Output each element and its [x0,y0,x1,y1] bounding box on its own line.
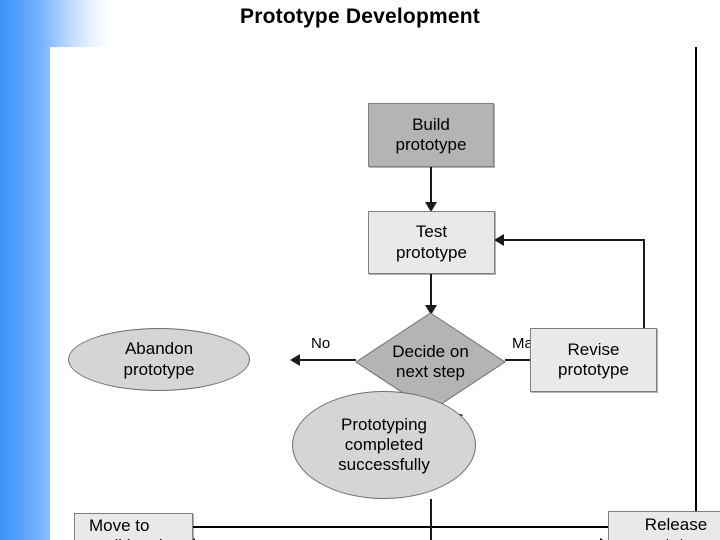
node-build-prototype[interactable]: Build prototype [368,103,494,167]
edge-label-no: No [311,335,331,352]
connector-revise-up [643,239,645,329]
frame-right-rule [695,47,697,528]
node-decide-next-step[interactable]: Decide on next step [355,312,506,412]
connector-complete-down [430,499,432,540]
node-test-prototype[interactable]: Test prototype [368,211,495,274]
node-move-to-traditional-life-cycle[interactable]: Move to traditional life cycle [74,513,193,540]
arrowhead-decide-to-abandon [290,354,300,366]
connector-revise-to-test [503,239,645,241]
connector-decide-to-abandon [298,359,356,361]
node-release-prototype-for-production[interactable]: Release prototype for production [608,511,720,540]
arrowhead-revise-to-test [494,234,504,246]
slide-content-panel: No Maybe Yes Build prototype Test protot… [50,47,720,540]
node-revise-prototype[interactable]: Revise prototype [530,328,657,392]
frame-bottom-rule [110,526,697,528]
node-decide-next-step-label: Decide on next step [392,341,469,381]
arrowhead-bus-to-release [600,538,610,540]
arrowhead-build-to-test [425,202,437,212]
connector-test-to-decide [430,274,432,310]
node-abandon-prototype[interactable]: Abandon prototype [68,328,250,391]
connector-build-to-test [430,167,432,205]
arrowhead-test-to-decide [425,305,437,315]
page-title: Prototype Development [240,5,480,28]
node-prototyping-completed[interactable]: Prototyping completed successfully [292,391,476,499]
